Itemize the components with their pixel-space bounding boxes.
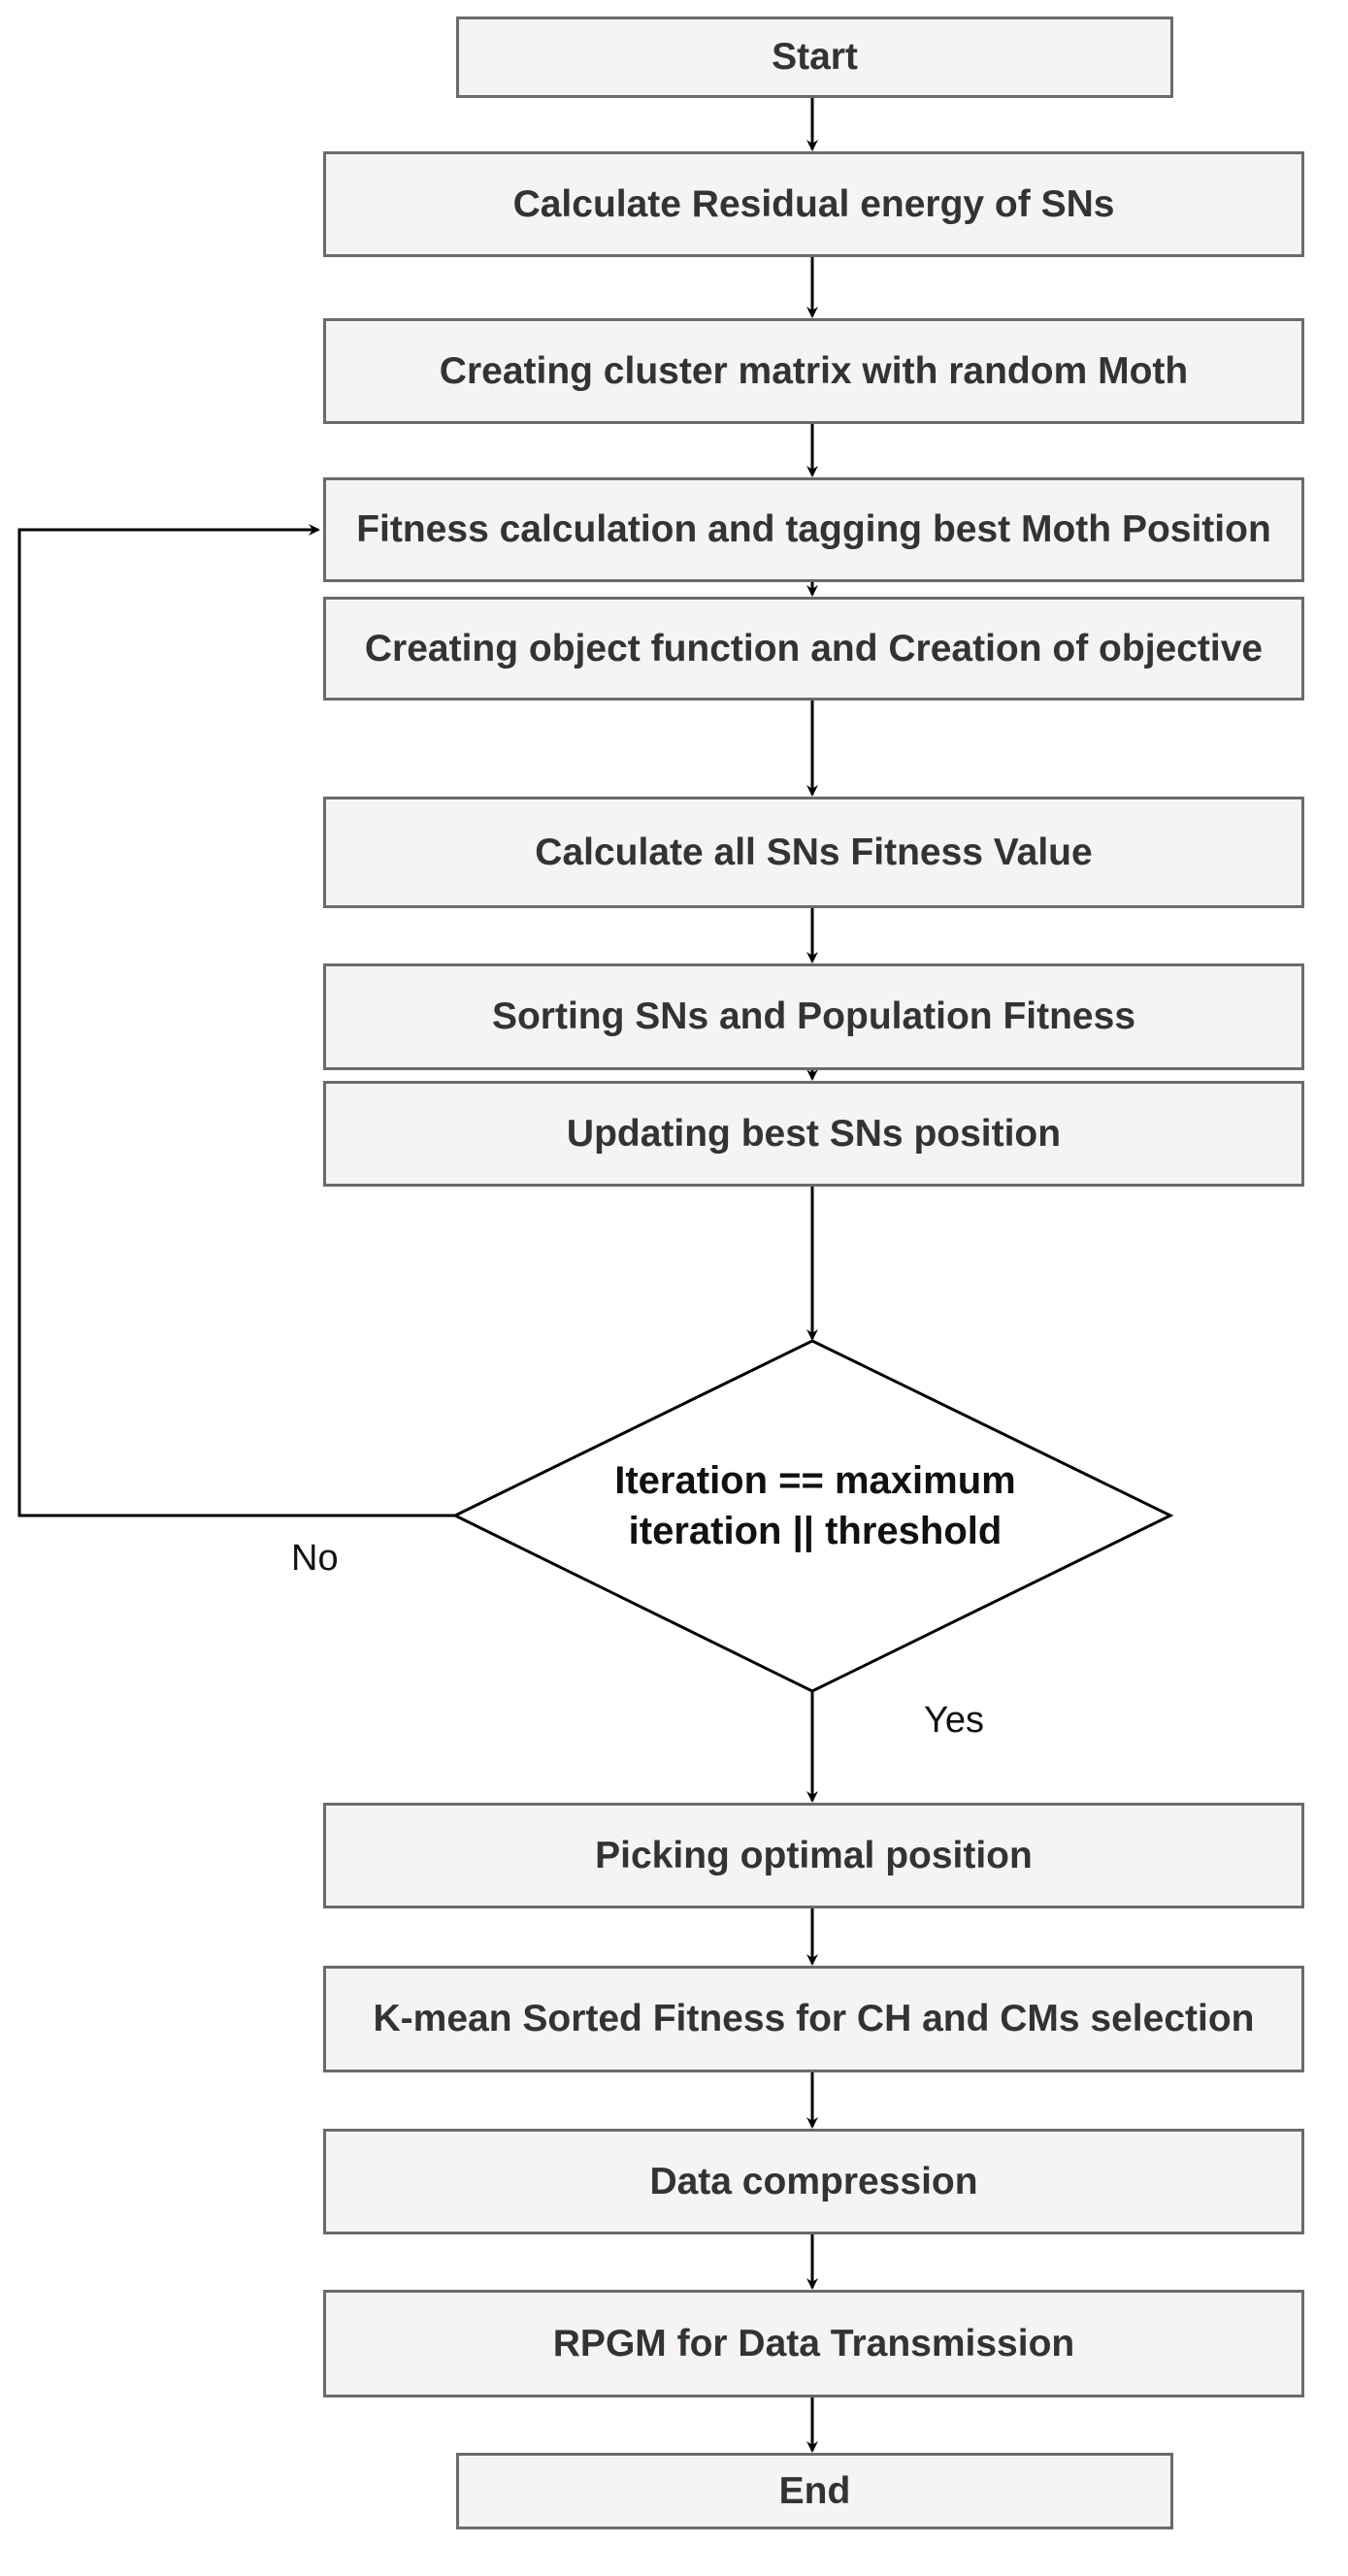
step-kmean-selection: K-mean Sorted Fitness for CH and CMs sel…	[323, 1966, 1304, 2072]
step-optimal-position: Picking optimal position	[323, 1803, 1304, 1908]
step-sorting: Sorting SNs and Population Fitness	[323, 963, 1304, 1070]
step-update-position: Updating best SNs position	[323, 1081, 1304, 1187]
no-label: No	[291, 1538, 339, 1579]
step-residual-energy: Calculate Residual energy of SNs	[323, 151, 1304, 257]
decision-text: Iteration == maximum iteration || thresh…	[614, 1459, 1016, 1552]
step-sns-fitness: Calculate all SNs Fitness Value	[323, 797, 1304, 908]
step-fitness-tagging: Fitness calculation and tagging best Mot…	[323, 477, 1304, 582]
loop-back-arrow	[17, 524, 455, 1517]
step-rpgm: RPGM for Data Transmission	[323, 2290, 1304, 2397]
end-node: End	[456, 2453, 1173, 2529]
yes-label: Yes	[924, 1700, 984, 1741]
start-node: Start	[456, 16, 1173, 98]
step-cluster-matrix: Creating cluster matrix with random Moth	[323, 318, 1304, 424]
step-data-compression: Data compression	[323, 2129, 1304, 2234]
step-object-function: Creating object function and Creation of…	[323, 597, 1304, 701]
